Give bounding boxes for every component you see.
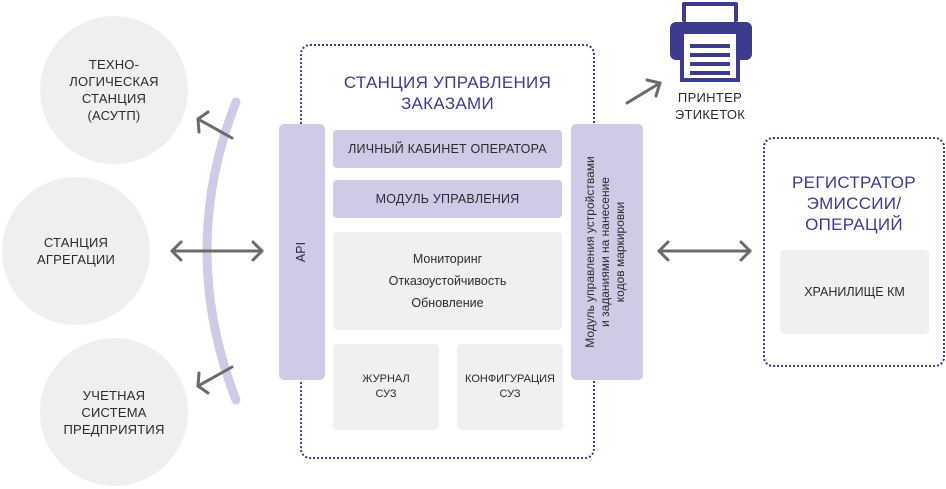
api-bar (279, 124, 325, 380)
aggregation-station-label: СТАНЦИЯ АГРЕГАЦИИ (37, 235, 115, 267)
journal-block: ЖУРНАЛ СУЗ (333, 344, 439, 430)
erp-node: УЧЕТНАЯ СИСТЕМА ПРЕДПРИЯТИЯ (40, 338, 188, 486)
device-module-bar (571, 124, 643, 380)
config-label: КОНФИГУРАЦИЯ СУЗ (465, 373, 555, 400)
feature-monitoring: Мониторинг (412, 252, 483, 266)
feature-update: Обновление (411, 296, 484, 310)
tech-station-node: ТЕХНО- ЛОГИЧЕСКАЯ СТАНЦИЯ (АСУТП) (40, 16, 188, 164)
control-module-block: МОДУЛЬ УПРАВЛЕНИЯ (333, 180, 562, 218)
erp-label: УЧЕТНАЯ СИСТЕМА ПРЕДПРИЯТИЯ (63, 387, 165, 437)
control-module-label: МОДУЛЬ УПРАВЛЕНИЯ (375, 192, 520, 206)
tech-station-label: ТЕХНО- ЛОГИЧЕСКАЯ СТАНЦИЯ (АСУТП) (69, 57, 159, 123)
order-station-title: СТАНЦИЯ УПРАВЛЕНИЯ ЗАКАЗАМИ (343, 73, 552, 113)
registrar-frame (763, 137, 945, 367)
config-block: КОНФИГУРАЦИЯ СУЗ (457, 344, 563, 430)
feature-fault-tolerance: Отказоустойчивость (388, 274, 507, 288)
journal-label: ЖУРНАЛ СУЗ (362, 373, 410, 400)
registrar-title: РЕГИСТРАТОР ЭМИССИИ/ ОПЕРАЦИЙ (792, 173, 916, 234)
operator-cabinet-block: ЛИЧНЫЙ КАБИНЕТ ОПЕРАТОРА (333, 130, 562, 168)
storage-label: ХРАНИЛИЩЕ КМ (804, 285, 905, 299)
arrow-to-tech-station (196, 117, 234, 140)
arrow-to-erp (196, 365, 234, 388)
printer-icon (670, 2, 752, 82)
api-label: API (294, 241, 308, 263)
aggregation-station-node: СТАНЦИЯ АГРЕГАЦИИ (2, 177, 150, 325)
operator-cabinet-label: ЛИЧНЫЙ КАБИНЕТ ОПЕРАТОРА (348, 142, 547, 156)
features-block: Мониторинг Отказоустойчивость Обновление (333, 232, 562, 330)
arrow-to-printer (625, 81, 662, 105)
storage-block: ХРАНИЛИЩЕ КМ (780, 250, 929, 334)
device-module-label: Модуль управления устройствами и задания… (583, 156, 627, 348)
printer-label: ПРИНТЕР ЭТИКЕТОК (674, 90, 746, 122)
